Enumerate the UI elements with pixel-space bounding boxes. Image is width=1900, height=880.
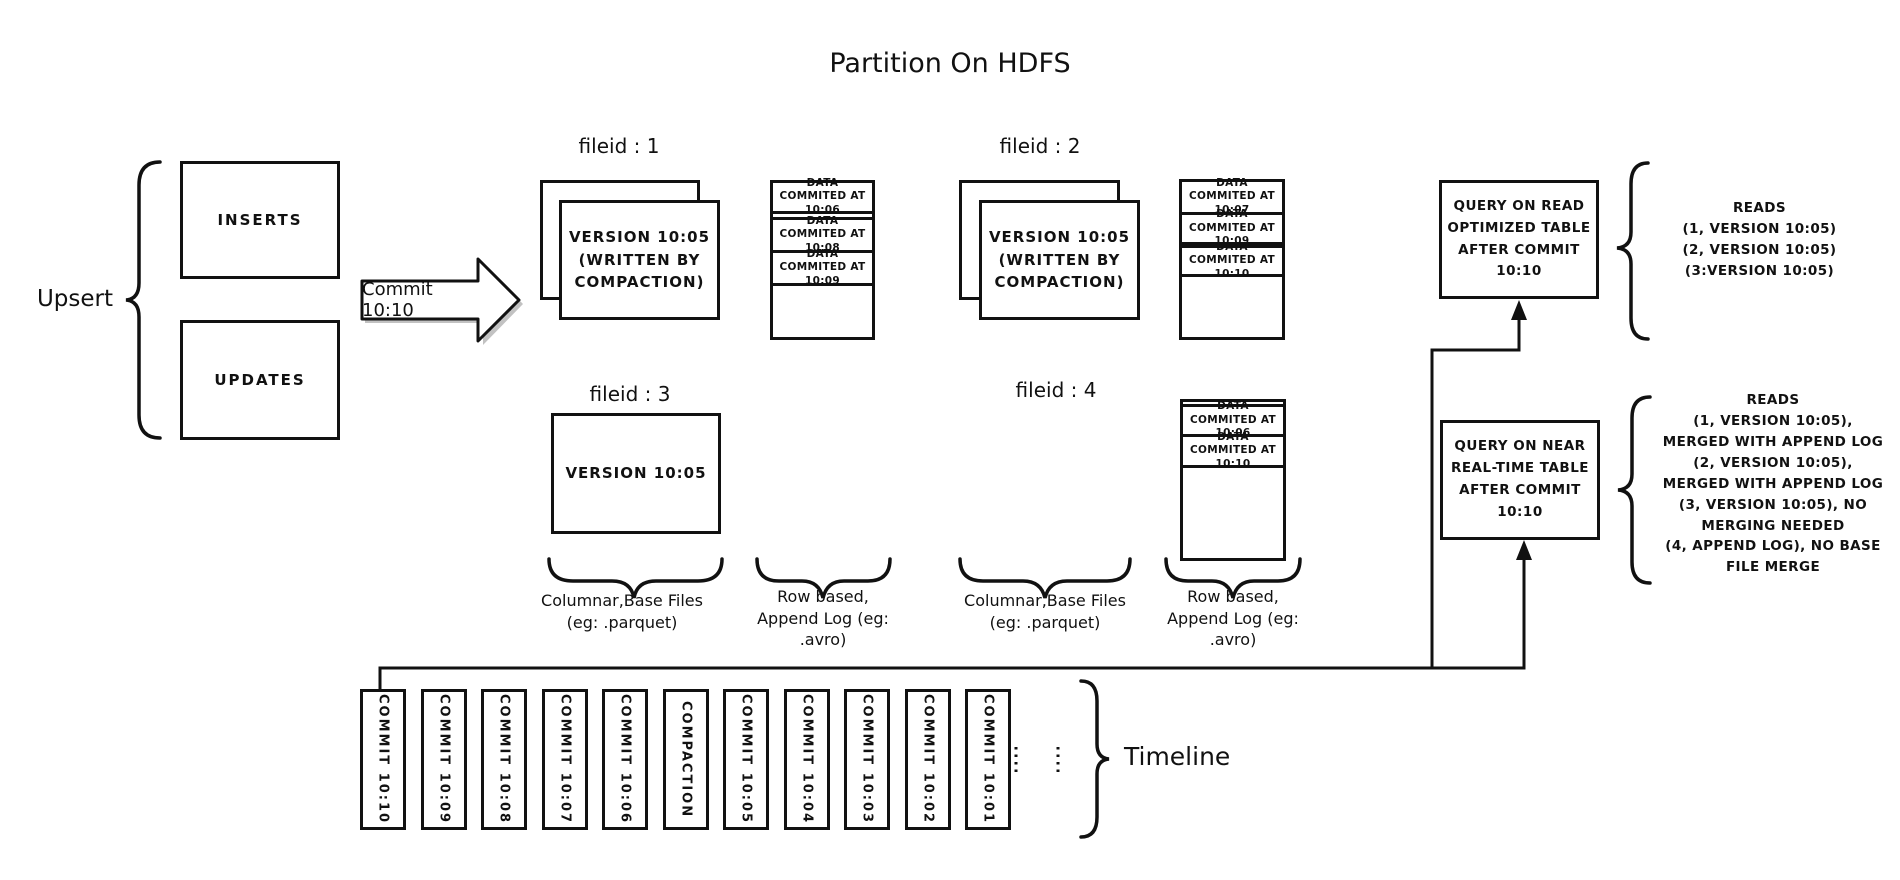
timeline-commit-box: COMMIT 10:06 [602, 689, 648, 830]
log-segment: DATA COMMITED AT 10:09 [1182, 208, 1282, 247]
log-segment: DATA COMMITED AT 10:09 [773, 248, 872, 287]
inserts-label: INSERTS [217, 211, 303, 229]
fileid-2-label: fileid : 2 [999, 134, 1081, 158]
fileid-1-append-log: DATA COMMITED AT 10:06 DATA COMMITED AT … [770, 177, 875, 340]
fileid-2-append-log: DATA COMMITED AT 10:07 DATA COMMITED AT … [1179, 177, 1285, 340]
timeline-brace [1079, 679, 1110, 839]
fileid-2-version-box: VERSION 10:05 (WRITTEN BY COMPACTION) [979, 200, 1140, 320]
columnar-files-label-1: Columnar,Base Files (eg: .parquet) [541, 591, 703, 632]
commit-arrow-label: Commit 10:10 [362, 279, 433, 321]
columnar-underbrace-2 [958, 557, 1132, 599]
row-log-label-1: Row based, Append Log (eg: .avro) [757, 587, 889, 650]
commit-arrow [360, 257, 521, 343]
query-near-realtime-box: QUERY ON NEAR REAL-TIME TABLE AFTER COMM… [1440, 420, 1600, 540]
timeline-commit-box: COMMIT 10:01 [965, 689, 1011, 830]
fileid-4-append-log: DATA COMMITED AT 10:06 DATA COMMITED AT … [1180, 399, 1286, 561]
timeline-commit-box: COMMIT 10:02 [905, 689, 951, 830]
fileid-4-label: fileid : 4 [1015, 378, 1097, 402]
log-segment: DATA COMMITED AT 10:06 [773, 177, 872, 216]
reads-brace-1 [1616, 161, 1650, 341]
log-spacer [1183, 402, 1283, 407]
read-optimized-reads-annotation: READS (1, VERSION 10:05) (2, VERSION 10:… [1682, 200, 1837, 279]
inserts-box: INSERTS [180, 161, 340, 279]
fileid-3-version-box: VERSION 10:05 [551, 413, 721, 534]
timeline-commit-box: COMMIT 10:03 [844, 689, 890, 830]
timeline-to-nearrealtime-connector [378, 558, 1526, 689]
fileid-2-version-text: VERSION 10:05 (WRITTEN BY COMPACTION) [988, 228, 1131, 292]
timeline-to-readoptimized-connector [1430, 318, 1521, 668]
readoptimized-arrowhead [1511, 300, 1527, 320]
updates-label: UPDATES [214, 371, 306, 389]
reads-brace-2 [1617, 395, 1652, 585]
timeline-commit-box: COMMIT 10:10 [360, 689, 406, 830]
query-read-optimized-box: QUERY ON READ OPTIMIZED TABLE AFTER COMM… [1439, 180, 1599, 299]
timeline-label: Timeline [1124, 742, 1231, 771]
columnar-underbrace-1 [547, 557, 724, 599]
log-spacer [1182, 245, 1282, 248]
log-segment: DATA COMMITED AT 10:06 [1183, 400, 1283, 439]
log-spacer [773, 214, 872, 220]
timeline-commit-box: COMMIT 10:09 [421, 689, 467, 830]
upsert-brace [125, 160, 162, 440]
log-segment: DATA COMMITED AT 10:10 [1182, 241, 1282, 280]
query-read-optimized-text: QUERY ON READ OPTIMIZED TABLE AFTER COMM… [1447, 197, 1591, 280]
log-segment: DATA COMMITED AT 10:10 [1183, 431, 1283, 470]
rowlog-underbrace-1 [755, 557, 892, 599]
row-log-label-2: Row based, Append Log (eg: .avro) [1167, 587, 1299, 650]
timeline-commit-box: COMMIT 10:08 [481, 689, 527, 830]
log-segment: DATA COMMITED AT 10:08 [773, 215, 872, 254]
fileid-3-version-text: VERSION 10:05 [565, 464, 707, 483]
updates-box: UPDATES [180, 320, 340, 440]
near-realtime-reads-annotation: READS (1, VERSION 10:05), MERGED WITH AP… [1662, 392, 1884, 576]
nearrealtime-arrowhead [1516, 540, 1532, 560]
upsert-label: Upsert [36, 286, 114, 312]
timeline-commit-box: COMMIT 10:07 [542, 689, 588, 830]
fileid-1-version-box: VERSION 10:05 (WRITTEN BY COMPACTION) [559, 200, 720, 320]
rowlog-underbrace-2 [1164, 557, 1302, 599]
query-near-realtime-text: QUERY ON NEAR REAL-TIME TABLE AFTER COMM… [1450, 438, 1590, 520]
fileid-3-label: fileid : 3 [589, 382, 671, 406]
columnar-files-label-2: Columnar,Base Files (eg: .parquet) [964, 591, 1126, 632]
fileid-1-version-text: VERSION 10:05 (WRITTEN BY COMPACTION) [568, 228, 711, 292]
timeline-compaction-box: COMPACTION [663, 689, 709, 830]
page-title: Partition On HDFS [829, 48, 1071, 79]
timeline-commit-box: COMMIT 10:05 [723, 689, 769, 830]
fileid-1-label: fileid : 1 [578, 134, 660, 158]
timeline-commit-box: COMMIT 10:04 [784, 689, 830, 830]
log-segment: DATA COMMITED AT 10:07 [1182, 177, 1282, 216]
